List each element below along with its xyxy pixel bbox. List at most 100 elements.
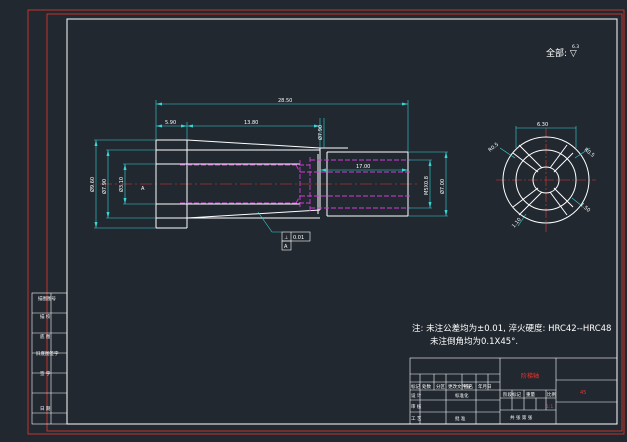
tb-scale: 1:1 <box>546 404 553 410</box>
shaft-outline <box>155 139 409 229</box>
strip-label: 描图图号 <box>38 295 56 302</box>
hidden-lines <box>180 157 410 211</box>
tb-stage-label: 比例 <box>547 391 556 398</box>
hidden-cone-top <box>295 164 301 173</box>
part-name: 阶梯轴 <box>521 372 539 380</box>
slot-edge <box>549 191 568 216</box>
arrow <box>428 160 432 166</box>
arrow <box>428 202 432 208</box>
arrow <box>320 168 326 172</box>
end-view-mid-circle <box>515 149 577 211</box>
slot-edge <box>512 152 539 173</box>
arrow <box>402 102 408 106</box>
end-view-outer-circle <box>502 136 590 224</box>
arrow <box>156 102 162 106</box>
technical-notes: 注: 未注公差均为±0.01, 淬火硬度: HRC42--HRC48 未注倒角均… <box>412 323 611 347</box>
dim-bore-text: 17.00 <box>356 164 370 170</box>
slot-leader <box>517 213 527 227</box>
taper-bottom <box>186 209 321 219</box>
arrow <box>94 140 98 146</box>
strip-label: 旧底图签字 <box>36 350 59 357</box>
dim-dia-inner-text: Ø3.10 <box>118 177 125 192</box>
dim-dia-right-text: Ø7.00 <box>439 179 446 194</box>
tb-header: 年月日 <box>478 383 492 390</box>
tolerance-symbol: ⊥ <box>284 235 288 241</box>
title-block <box>409 357 618 425</box>
slot-edge <box>549 144 568 169</box>
dim-groove-text: Ø7.90 <box>317 125 324 140</box>
arrow <box>106 212 110 218</box>
tb-stage-label: 重量 <box>526 391 535 398</box>
tb-stage-label: 阶段标记 <box>503 391 521 398</box>
arrow <box>444 210 448 216</box>
surface-finish-note: 全部: ▽ 6.3 <box>546 44 579 59</box>
slot-edge <box>553 187 574 208</box>
tb-header: 处数 <box>422 383 431 390</box>
shaft-front-view: 28.50 5.90 13.80 17.00 Ø9.60 Ø7.90 Ø3.10… <box>89 98 448 251</box>
dim-dia-mid-text: Ø7.90 <box>101 179 108 194</box>
slot-edge <box>553 152 574 173</box>
tolerance-frame-row2 <box>281 240 292 251</box>
tb-mid-label: 批 准 <box>455 415 466 422</box>
radius-leader <box>574 147 591 159</box>
tb-header: 签名 <box>464 383 473 390</box>
dim-thread-text: M5X0.8 <box>424 176 430 195</box>
title-block-frame <box>409 357 618 425</box>
title-block-text: 阶梯轴 45 标记 处数 分区 更改文件号 签名 年月日 设 计 审 核 工 艺… <box>411 372 586 422</box>
radius-leader <box>499 147 516 159</box>
left-strip-table: 描图图号 描 校 底 图 旧底图签字 签 字 日 期 <box>31 292 68 425</box>
end-view-dimensions <box>499 126 591 227</box>
tb-header: 分区 <box>436 383 445 390</box>
outer-border <box>27 9 625 435</box>
strip-label: 底 图 <box>40 333 51 340</box>
dim-dia-outer-text: Ø9.60 <box>89 177 96 192</box>
arrow <box>314 124 320 128</box>
end-view: 6.30 R0.5 R0.5 1.50 1.10 <box>487 122 596 232</box>
arrow <box>402 168 408 172</box>
geometric-tolerance: ⊥ 0.01 A A <box>141 186 311 251</box>
surface-finish-label: 全部: ▽ <box>546 47 577 59</box>
surface-finish-value: 6.3 <box>572 44 579 50</box>
tolerance-value: 0.01 <box>293 235 304 241</box>
arrow <box>181 124 187 128</box>
end-width-text: 6.30 <box>537 122 548 128</box>
note-line-1: 注: 未注公差均为±0.01, 淬火硬度: HRC42--HRC48 <box>412 323 611 334</box>
hidden-cone-bottom <box>295 195 301 204</box>
arrow <box>106 150 110 156</box>
dim-overall-text: 28.50 <box>278 98 292 104</box>
material: 45 <box>580 390 586 396</box>
slot-a-text: 1.50 <box>579 202 591 214</box>
slot-edge <box>518 144 543 169</box>
tolerance-frame-row1 <box>281 231 311 242</box>
slot-b-text: 1.10 <box>511 217 523 229</box>
slot-edge <box>518 191 543 216</box>
tb-header: 标记 <box>411 383 420 390</box>
tb-sheet: 共 张 第 张 <box>510 414 533 421</box>
binding-border <box>46 13 623 432</box>
tb-mid-label: 标准化 <box>455 392 469 399</box>
tb-header: 更改文件号 <box>448 383 471 390</box>
arrow <box>156 124 162 128</box>
drawing-frame <box>66 18 618 425</box>
arrow <box>123 164 127 170</box>
tb-left-label: 工 艺 <box>411 416 422 422</box>
tolerance-leader <box>257 211 282 233</box>
end-view-inner-circle <box>532 166 560 194</box>
dim-taper-text: 13.80 <box>244 120 258 126</box>
taper-top <box>186 139 321 149</box>
left-strip-frame <box>31 292 68 425</box>
tolerance-datum: A <box>284 244 288 250</box>
strip-label: 描 校 <box>40 313 51 320</box>
dimension-lines <box>94 100 448 229</box>
slot-edge <box>512 187 539 208</box>
dimension-arrows <box>94 102 448 228</box>
arrow <box>94 222 98 228</box>
tb-left-label: 审 核 <box>411 403 422 410</box>
end-view-slots <box>512 144 574 216</box>
strip-label: 日 期 <box>40 406 51 412</box>
datum-symbol: A <box>141 186 145 192</box>
radius-b-text: R0.5 <box>583 147 596 159</box>
note-line-2: 未注倒角均为0.1X45°. <box>430 336 518 347</box>
strip-label: 签 字 <box>40 370 51 377</box>
